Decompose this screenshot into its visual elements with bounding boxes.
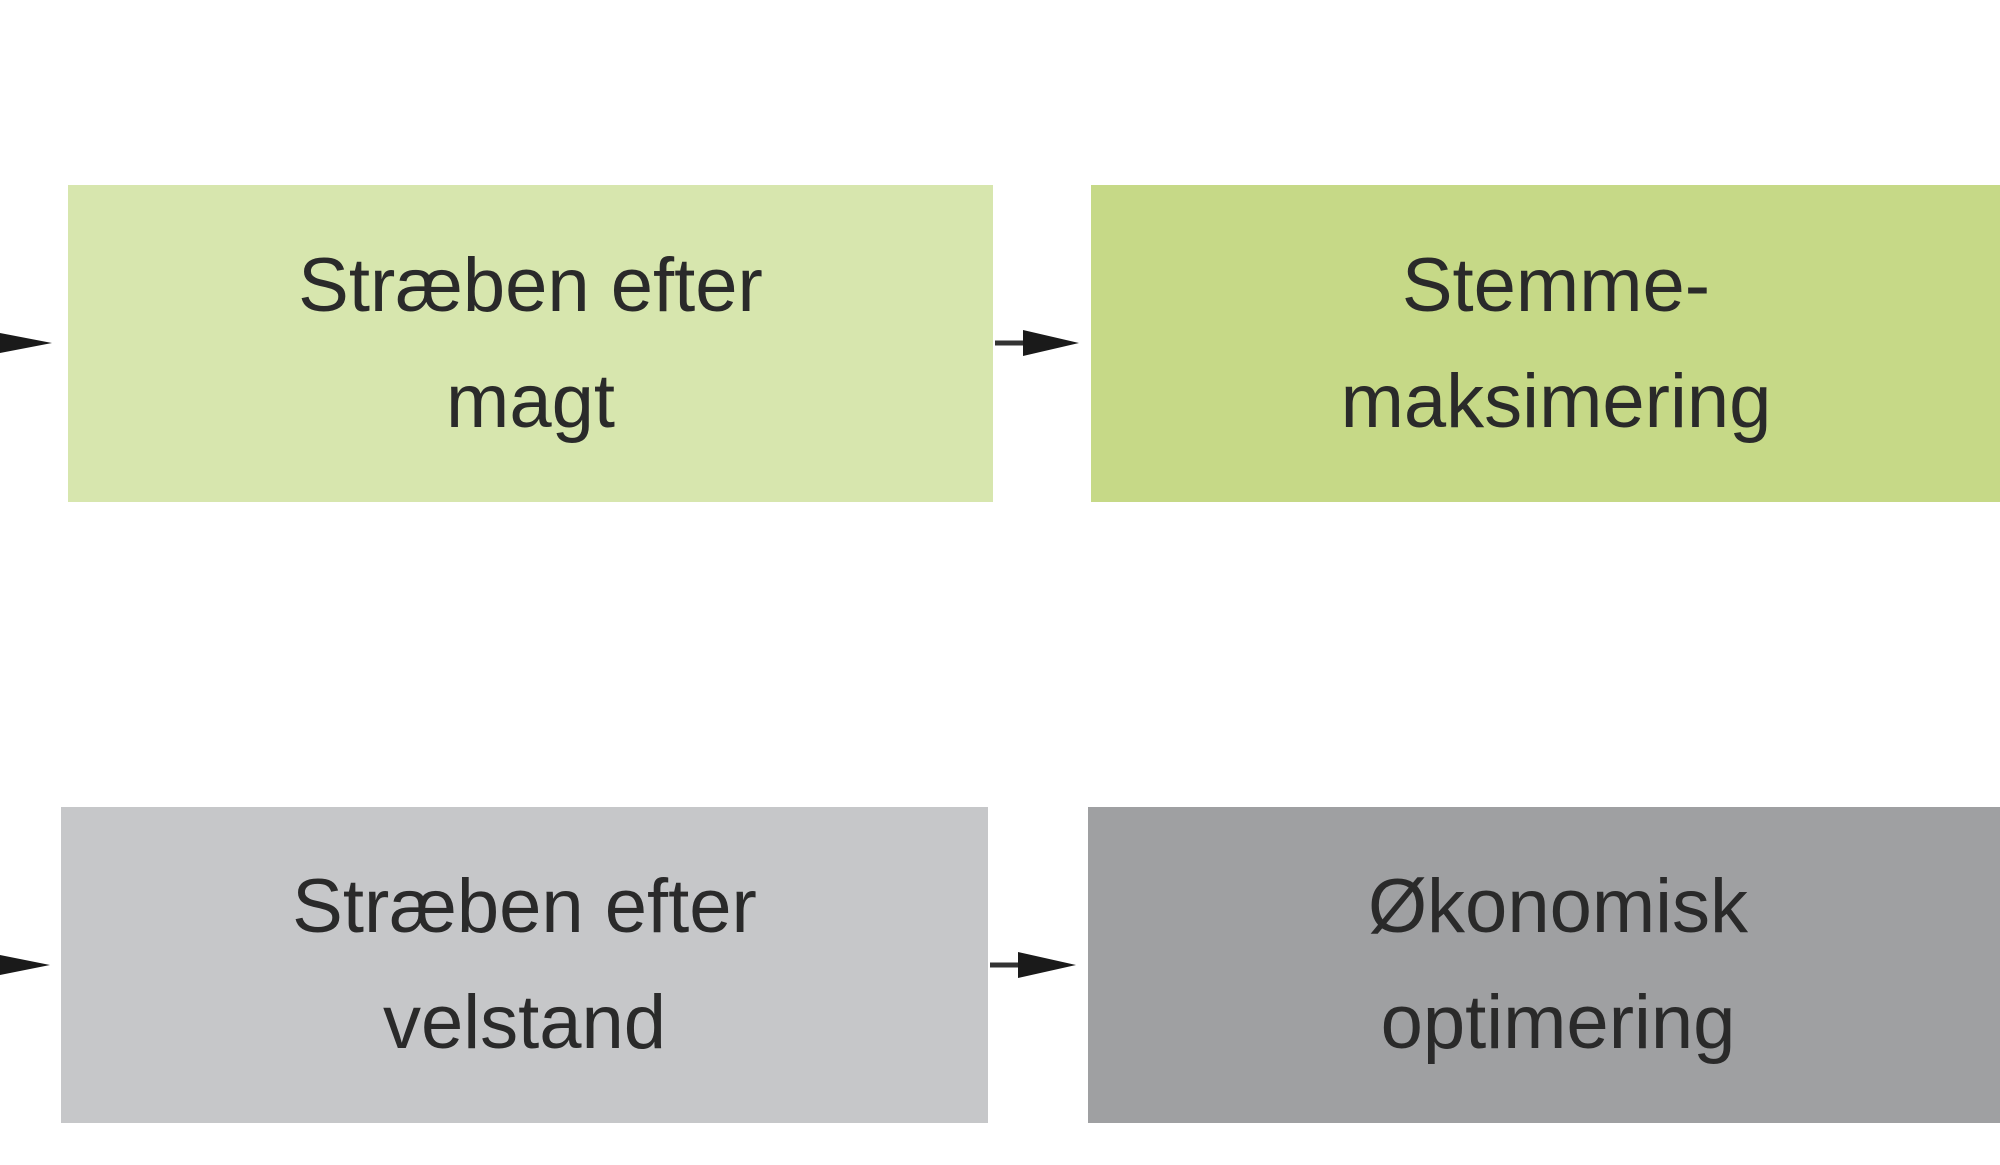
arrow-into-bottom-left-icon — [0, 955, 50, 975]
box-okonomisk-optimering: Økonomisk optimering — [1088, 807, 2000, 1123]
arrow-top-row-icon — [995, 330, 1079, 356]
box-straeben-efter-magt: Stræben efter magt — [68, 185, 993, 502]
arrow-into-top-left-icon — [0, 333, 52, 353]
box-text-line: velstand — [382, 980, 667, 1065]
box-text-line: optimering — [1380, 980, 1736, 1065]
arrow-bottom-row-icon — [990, 952, 1076, 978]
box-text-line: maksimering — [1340, 358, 1772, 444]
box-text-line: Stemme- — [1401, 242, 1711, 328]
box-straeben-efter-velstand: Stræben efter velstand — [61, 807, 988, 1123]
box-text-line: Stræben efter — [298, 242, 763, 328]
box-text-line: magt — [446, 358, 615, 444]
box-text-line: Økonomisk — [1367, 864, 1749, 949]
box-text-line: Stræben efter — [292, 864, 757, 949]
box-stemme-maksimering: Stemme-maksimering — [1091, 185, 2000, 502]
